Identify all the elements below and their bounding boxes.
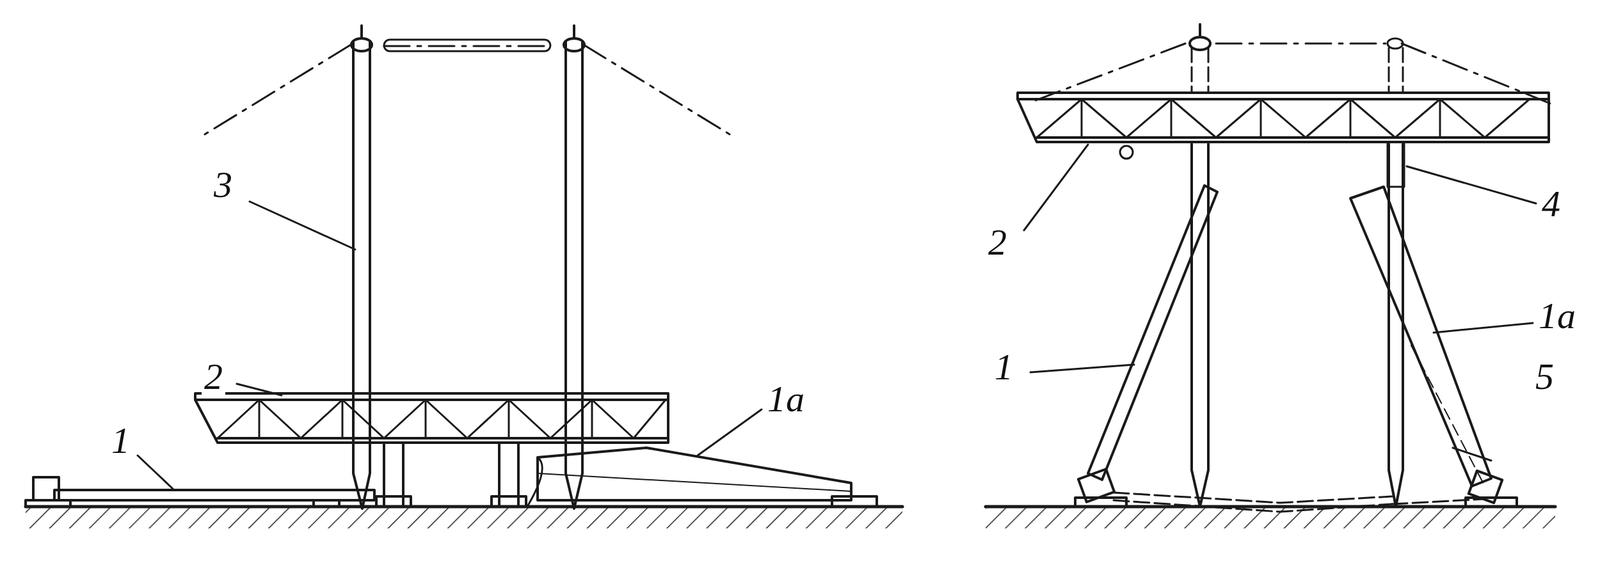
ground-hatch	[25, 506, 903, 529]
callout-number: 3	[211, 166, 235, 204]
callout-number: 5	[1532, 358, 1557, 396]
callout-number: 1a	[1536, 297, 1579, 335]
ground-hatch	[985, 506, 1556, 529]
callout-number: 2	[985, 224, 1010, 262]
callout-number: 1	[992, 348, 1016, 386]
callout-number: 1	[108, 422, 133, 460]
callout-number: 1a	[764, 380, 808, 418]
callout-number: 4	[1539, 185, 1563, 223]
callout-number: 2	[201, 358, 226, 396]
